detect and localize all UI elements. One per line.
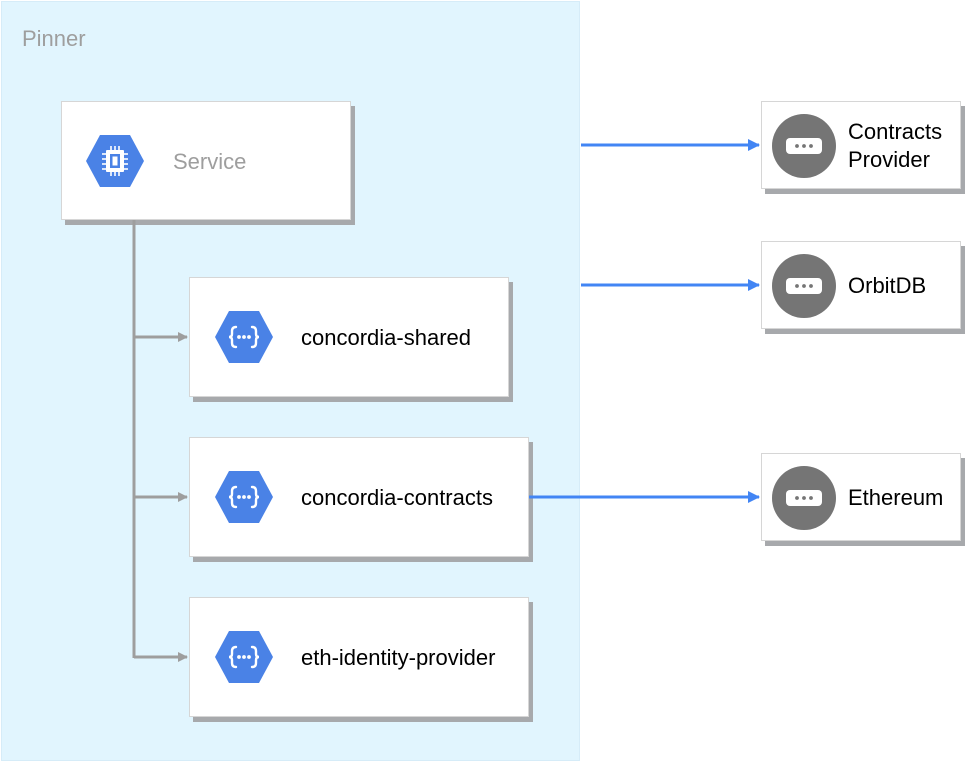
external-label: OrbitDB (848, 272, 926, 300)
module-card-concordia-shared[interactable]: concordia-shared (189, 277, 509, 397)
external-label-line1: Ethereum (848, 485, 944, 510)
service-card[interactable]: Service (61, 101, 351, 220)
module-label: concordia-shared (301, 325, 471, 350)
api-icon (215, 311, 273, 363)
external-service-icon (772, 466, 836, 530)
external-service-icon (772, 254, 836, 318)
api-icon (215, 631, 273, 683)
external-label: Contracts Provider (848, 118, 942, 174)
external-card-ethereum[interactable]: Ethereum (761, 453, 961, 541)
external-card-orbitdb[interactable]: OrbitDB (761, 241, 961, 329)
service-label: Service (173, 149, 247, 174)
external-label: Ethereum (848, 484, 943, 512)
external-label-line1: Contracts (848, 119, 943, 144)
compute-engine-icon (86, 135, 144, 187)
module-card-eth-identity-provider[interactable]: eth-identity-provider (189, 597, 529, 717)
external-service-icon (772, 114, 836, 178)
module-card-concordia-contracts[interactable]: concordia-contracts (189, 437, 529, 557)
group-label: Pinner (22, 26, 86, 51)
external-label-line1: OrbitDB (848, 273, 927, 298)
api-icon (215, 471, 273, 523)
external-card-contracts-provider[interactable]: Contracts Provider (761, 101, 961, 189)
module-label: concordia-contracts (301, 485, 493, 510)
module-label: eth-identity-provider (301, 645, 496, 670)
external-label-line2: Provider (848, 147, 930, 172)
